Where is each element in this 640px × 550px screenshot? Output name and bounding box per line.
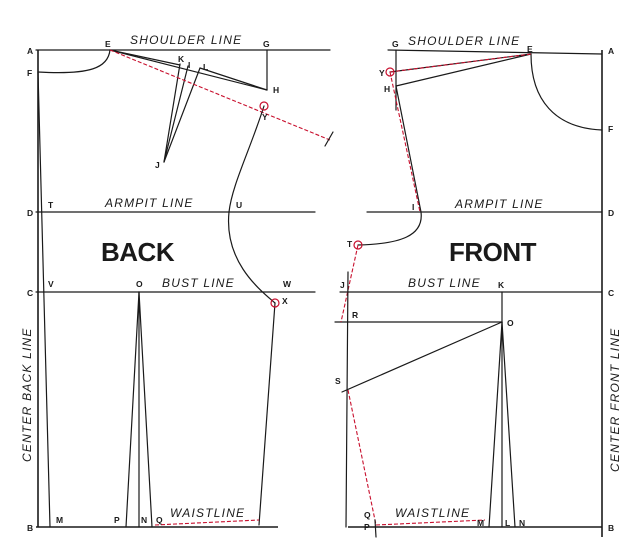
back-label-c: C [27, 288, 33, 298]
front-label-r: R [352, 310, 358, 320]
back-label-a: A [27, 46, 33, 56]
back-armpit-title: ARMPIT LINE [104, 196, 194, 210]
back-shoulder-eh [109, 49, 268, 91]
front-label-l: L [505, 518, 510, 528]
back-waist-dart-right [138, 291, 153, 528]
front-label-g: G [392, 39, 399, 49]
back-armhole-curve [228, 105, 276, 304]
back-label-g: G [263, 39, 270, 49]
front-marker-t [353, 240, 363, 250]
back-center-line [37, 71, 51, 528]
back-label-q: Q [156, 515, 163, 525]
back-label-d: D [27, 208, 33, 218]
front-label-j: J [340, 280, 345, 290]
back-waist-dart-left [125, 291, 140, 528]
front-label-o: O [507, 318, 514, 328]
back-label-o: O [136, 279, 143, 289]
front-shoulder-line [387, 49, 603, 55]
front-neckline [530, 53, 603, 131]
front-label-m: M [477, 518, 484, 528]
front-label-i: I [412, 202, 414, 212]
front-waist-title: WAISTLINE [395, 506, 470, 520]
back-side-seam [258, 302, 276, 526]
back-label-u: U [236, 200, 242, 210]
back-label-p: P [114, 515, 120, 525]
back-label-f: F [27, 68, 32, 78]
front-label-d: D [608, 208, 614, 218]
back-marker-x [270, 298, 280, 308]
front-label-q: Q [364, 510, 371, 520]
front-armpit-title: ARMPIT LINE [454, 197, 544, 211]
back-slope-end-tick [324, 131, 334, 147]
front-label-t: T [347, 239, 353, 249]
front-red-waist [375, 519, 486, 526]
front-label-s: S [335, 376, 341, 386]
back-dart-lj [163, 67, 201, 163]
front-red-side-upper [389, 71, 421, 213]
front-shoulder-title: SHOULDER LINE [408, 34, 520, 48]
back-bust-title: BUST LINE [162, 276, 235, 290]
front-side-upper [395, 85, 422, 213]
back-waist-title: WAISTLINE [170, 506, 245, 520]
front-side-seam [345, 271, 349, 528]
back-dart-ij [163, 65, 189, 163]
back-label-t: T [48, 200, 54, 210]
back-shoulder-lh [199, 67, 268, 91]
back-label-w: W [283, 279, 292, 289]
front-armhole-curve [357, 211, 422, 246]
back-piece: SHOULDER LINE ARMPIT LINE BUST LINE WAIS… [20, 33, 334, 533]
back-label-y: Y [262, 112, 268, 122]
back-red-slope-line [109, 49, 331, 141]
front-label-h: H [384, 84, 390, 94]
back-shoulder-ek [109, 49, 181, 66]
back-red-waist-line [154, 519, 260, 526]
front-red-side-lower [347, 389, 377, 526]
front-label-a: A [608, 46, 614, 56]
back-label-b: B [27, 523, 33, 533]
front-p-tick [374, 519, 377, 538]
front-label-k: K [498, 280, 505, 290]
back-shoulder-title: SHOULDER LINE [130, 33, 242, 47]
front-waist-dart-right [501, 321, 516, 528]
back-neckline [37, 49, 111, 74]
front-waist-dart-left [488, 321, 503, 528]
center-front-title: CENTER FRONT LINE [608, 328, 622, 472]
front-label-b: B [608, 523, 614, 533]
front-bust-title: BUST LINE [408, 276, 481, 290]
front-shoulder-he [395, 53, 532, 87]
center-back-title: CENTER BACK LINE [20, 327, 34, 462]
front-piece: SHOULDER LINE ARMPIT LINE BUST LINE WAIS… [334, 34, 622, 538]
back-label-h: H [273, 85, 279, 95]
back-title: BACK [101, 237, 175, 267]
front-label-e: E [527, 44, 533, 54]
front-red-side-mid [340, 244, 359, 323]
front-title: FRONT [449, 237, 537, 267]
front-label-y: Y [379, 68, 385, 78]
back-label-v: V [48, 279, 54, 289]
back-label-e: E [105, 39, 111, 49]
back-label-l: L [203, 62, 208, 72]
front-label-p: P [364, 522, 370, 532]
back-label-m: M [56, 515, 63, 525]
back-label-n: N [141, 515, 147, 525]
front-marker-y [385, 67, 395, 77]
back-label-i: I [188, 60, 190, 70]
front-label-n: N [519, 518, 525, 528]
back-label-x: X [282, 296, 288, 306]
back-label-j: J [155, 160, 160, 170]
front-s-o-line [341, 321, 503, 393]
front-shoulder-ye [389, 53, 532, 73]
front-label-f: F [608, 124, 613, 134]
back-label-k: K [178, 54, 185, 64]
front-label-c: C [608, 288, 614, 298]
back-marker-y [259, 101, 269, 111]
back-dart-kj [163, 63, 181, 163]
